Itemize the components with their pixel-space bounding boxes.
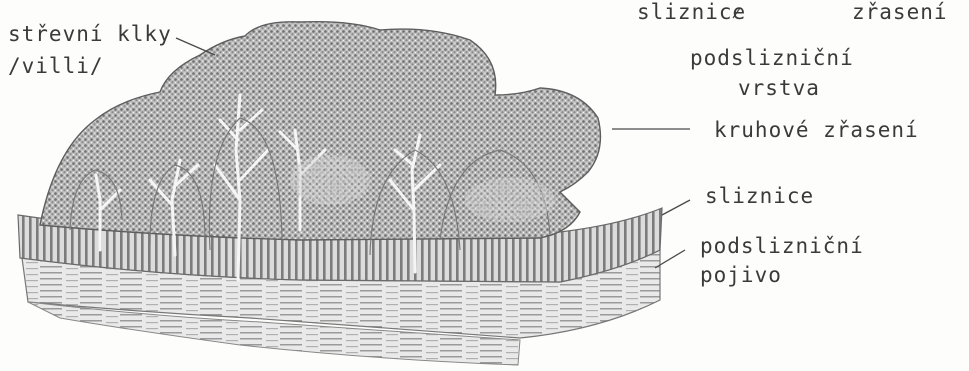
label-submucosa-layer-1: podslizniční bbox=[690, 48, 854, 69]
label-mucosa: sliznice bbox=[705, 186, 814, 207]
label-submucosa-tissue-2: pojivo bbox=[700, 265, 782, 286]
label-circular-fold: kruhové zřasení bbox=[714, 120, 919, 141]
label-villi-1: střevní klky bbox=[8, 24, 172, 45]
label-submucosa-tissue-1: podslizniční bbox=[700, 236, 864, 257]
leader-villi bbox=[176, 38, 215, 55]
leader-mucosa bbox=[662, 200, 690, 215]
label-submucosa-layer-2: vrstva bbox=[738, 78, 820, 99]
label-villi-2: /villi/ bbox=[8, 56, 104, 77]
label-top-mucosa: sliznice bbox=[637, 2, 746, 23]
label-top-fold: zřasení bbox=[852, 2, 948, 23]
